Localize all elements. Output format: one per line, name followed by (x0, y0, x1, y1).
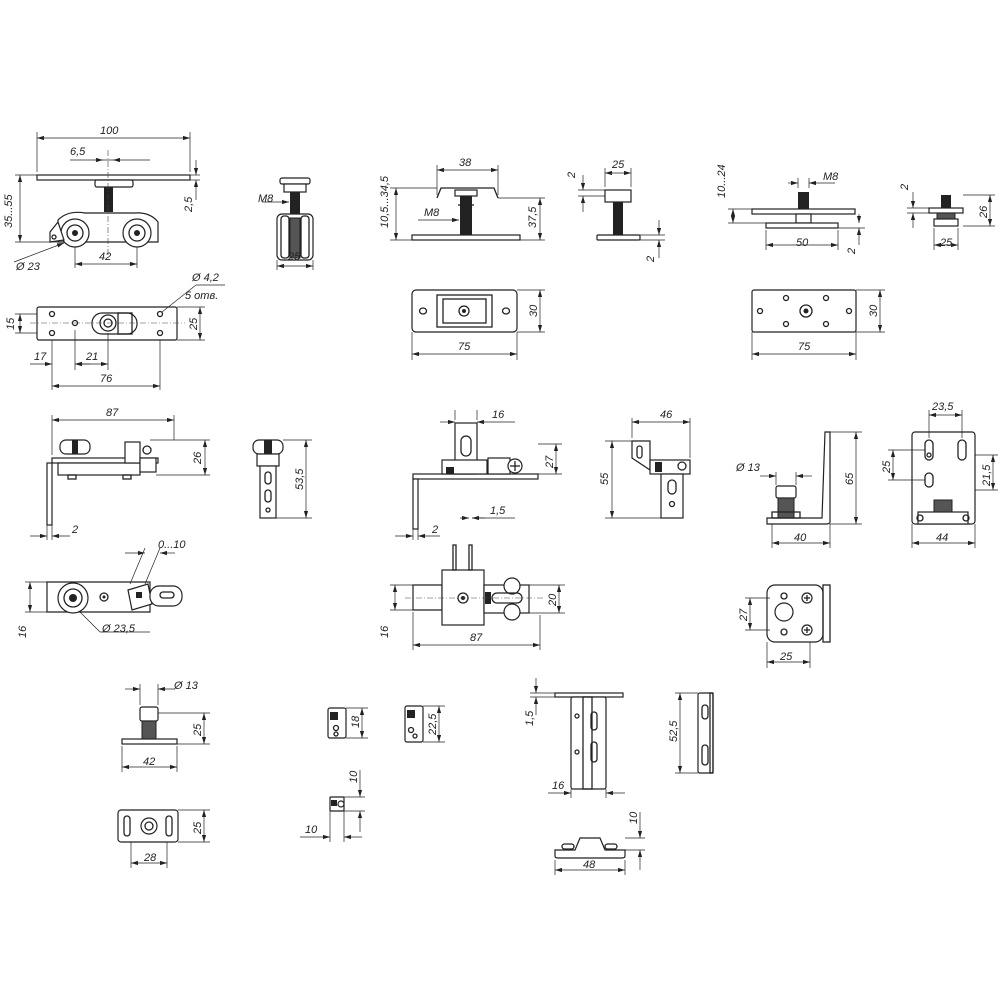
tall-angle-bracket-side: 52,5 (668, 692, 714, 774)
roller-carriage-front-view: 100 6,5 2,5 35...55 Ø 23 42 (3, 125, 200, 273)
dim-25-a: 25 (287, 251, 301, 263)
dim-16-a: 16 (492, 409, 505, 421)
dim-55: 55 (599, 472, 611, 485)
dim-10-c: 10 (628, 811, 640, 824)
dim-17: 17 (34, 351, 47, 363)
dim-16-c: 16 (379, 625, 391, 638)
dim-52-5: 52,5 (668, 720, 680, 742)
dim-100: 100 (100, 125, 119, 137)
dim-16-d: 16 (552, 780, 565, 792)
small-stopper-bracket: 46 55 (599, 409, 691, 519)
dim-42: 42 (99, 251, 111, 263)
dim-48: 48 (583, 859, 596, 871)
dim-20: 20 (547, 593, 559, 607)
threaded-stud-plate: 2 25 2 (566, 159, 665, 263)
m8-stud-wide-plate: 10...24 M8 50 2 (716, 164, 865, 255)
dim-42-b: 42 (143, 756, 155, 768)
dim-46: 46 (660, 409, 673, 421)
dim-27-b: 27 (738, 608, 750, 622)
dim-5-holes: 5 отв. (185, 290, 218, 302)
tiny-clip: 10 10 (300, 770, 365, 842)
dim-27-a: 27 (544, 455, 556, 469)
dim-2-c: 2 (846, 248, 858, 255)
dim-2-a: 2 (566, 172, 578, 179)
dim-38: 38 (459, 157, 472, 169)
dim-22-5: 22,5 (427, 713, 439, 736)
dim-10-a: 10 (348, 770, 360, 783)
dim-10-b: 10 (305, 824, 318, 836)
dim-28: 28 (143, 852, 157, 864)
stud-bracket-assembly: 10,5...34,5 38 M8 37,5 (379, 157, 545, 241)
dim-65: 65 (844, 472, 856, 485)
dim-m8-a: M8 (258, 193, 274, 205)
dim-21: 21 (85, 351, 98, 363)
dim-30-b: 30 (868, 304, 880, 317)
stopper-mechanism-plan: 1,5 20 16 87 (379, 505, 565, 650)
dim-2-b: 2 (645, 256, 657, 263)
roller-bracket-plan-view: 0...10 16 Ø 23,5 (17, 539, 186, 638)
stopper-mechanism-side: 16 27 2 (395, 409, 562, 540)
dim-18: 18 (350, 715, 362, 728)
dim-25-d: 25 (188, 317, 200, 331)
small-stud-mount: 2 26 25 (899, 184, 995, 250)
dim-m8-b: M8 (424, 207, 440, 219)
dim-2-d: 2 (899, 184, 911, 191)
dim-26-a: 26 (978, 205, 990, 219)
dim-2-5: 2,5 (183, 196, 195, 213)
dim-76: 76 (100, 373, 113, 385)
dim-25-b: 25 (611, 159, 625, 171)
dim-44: 44 (936, 532, 948, 544)
dim-1-5-a: 1,5 (490, 505, 506, 517)
dim-30-a: 30 (528, 304, 540, 317)
dim-87-a: 87 (106, 407, 119, 419)
dim-6-5: 6,5 (70, 146, 86, 158)
dim-75-a: 75 (458, 341, 471, 353)
dim-0-10: 0...10 (158, 539, 186, 551)
roller-bracket-side-view: 53,5 (252, 439, 312, 519)
tall-angle-bracket-front: 1,5 16 (524, 678, 625, 798)
angle-bracket-with-pin: Ø 13 65 40 (735, 431, 862, 548)
dim-50: 50 (796, 237, 809, 249)
dim-16-b: 16 (17, 625, 29, 638)
dim-87-b: 87 (470, 632, 483, 644)
dim-25-h: 25 (192, 821, 204, 835)
dim-53-5: 53,5 (294, 468, 306, 490)
dim-dia-23: Ø 23 (15, 261, 41, 273)
dim-2-f: 2 (431, 524, 438, 536)
dim-25-e: 25 (881, 460, 893, 474)
dim-10-24: 10...24 (716, 164, 728, 198)
pin-on-plate-side: Ø 13 25 42 (121, 680, 210, 772)
roller-carriage-side-view: M8 25 (258, 177, 314, 270)
dim-26-b: 26 (192, 451, 204, 465)
dim-10-5-34-5: 10,5...34,5 (379, 175, 391, 228)
dim-40: 40 (794, 532, 807, 544)
small-block-22-5: 22,5 (404, 705, 445, 743)
dim-dia-4-2: Ø 4,2 (191, 272, 219, 284)
dim-25-c: 25 (939, 237, 953, 249)
dim-2-e: 2 (71, 524, 78, 536)
dim-1-5-b: 1,5 (524, 710, 536, 726)
dim-25-f: 25 (779, 651, 793, 663)
dim-dia-13-b: Ø 13 (173, 680, 199, 692)
dim-35-55: 35...55 (3, 193, 15, 228)
dim-dia-13-a: Ø 13 (735, 462, 761, 474)
small-block-18: 18 (327, 707, 368, 739)
dim-37-5: 37,5 (527, 206, 539, 228)
pin-plate-top-view: 25 28 (117, 809, 210, 868)
mounting-plate-75x30-b: 30 75 (751, 289, 885, 360)
dim-dia-23-5: Ø 23,5 (101, 623, 136, 635)
l-bracket-roller-assembly: 87 26 2 (30, 407, 210, 540)
carriage-plate-top-view: Ø 4,2 5 отв. 15 25 17 21 76 (5, 272, 225, 390)
bottom-bracket-strip: 10 48 (554, 811, 645, 875)
dim-15: 15 (5, 317, 17, 330)
dim-21-5: 21,5 (981, 464, 993, 487)
dim-75-b: 75 (798, 341, 811, 353)
dim-m8-c: M8 (823, 171, 839, 183)
mounting-plate-75x30-a: 30 75 (411, 289, 545, 360)
dim-25-g: 25 (192, 723, 204, 737)
dim-23-5: 23,5 (931, 401, 954, 413)
double-hole-plate: 27 25 (738, 584, 831, 668)
slotted-plate-front: 23,5 25 21,5 44 (881, 401, 998, 548)
